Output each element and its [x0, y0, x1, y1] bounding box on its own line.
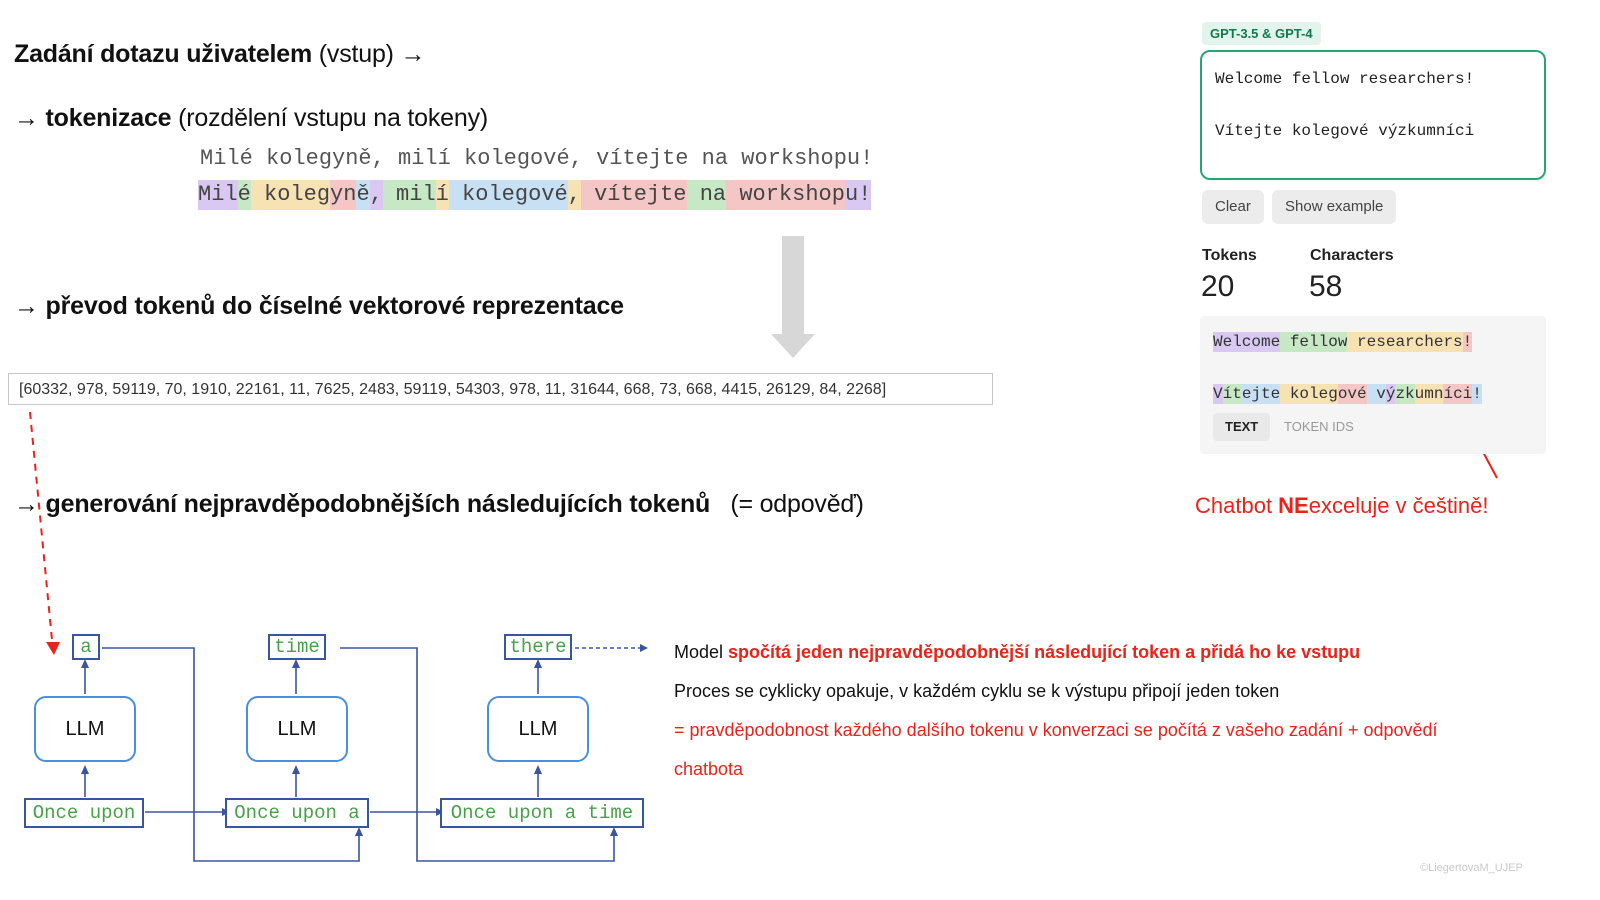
explanation-line-1-pre: Model [674, 642, 729, 662]
dashed-connector-arrowhead [46, 642, 60, 655]
tab-text[interactable]: TEXT [1213, 413, 1271, 441]
sentence-token: ě [356, 180, 370, 210]
step-input: Zadání dotazu uživatelem (vstup) → [14, 40, 426, 69]
output2-token: koleg [1280, 384, 1338, 404]
step-tokenization-rest: (rozdělení vstupu na tokeny) [171, 104, 488, 132]
tokens-value: 20 [1201, 270, 1235, 303]
step-tokenization: → tokenizace (rozdělení vstupu na tokeny… [14, 104, 488, 133]
input-line-1: Welcome fellow researchers! [1215, 70, 1475, 88]
output2-token: zk [1395, 384, 1415, 404]
step-generation-rest: (= odpověď) [710, 490, 864, 518]
sentence-token: Mil [198, 180, 238, 210]
sentence-token: í [435, 180, 449, 210]
step-generation-bold: generování nejpravděpodobnějších následu… [45, 490, 711, 518]
characters-label: Characters [1310, 247, 1394, 264]
model-badge: GPT-3.5 & GPT-4 [1202, 22, 1321, 45]
output2-token: ít [1222, 384, 1242, 404]
tab-token-ids[interactable]: TOKEN IDS [1284, 419, 1354, 434]
step-input-bold: Zadání dotazu uživatelem [14, 40, 313, 68]
clear-button[interactable]: Clear [1202, 190, 1264, 224]
characters-value: 58 [1309, 270, 1343, 303]
sentence-token: vítejte [580, 180, 687, 210]
step-vectorization-bold: převod tokenů do číselné vektorové repre… [45, 292, 625, 320]
output2-token: ové [1337, 384, 1367, 404]
explanation-line-1-bold: spočítá jeden nejpravděpodobnější násled… [728, 642, 1361, 662]
output-token-time: time [268, 634, 326, 660]
output2-token: ! [1472, 384, 1482, 404]
step-arrow: → [14, 292, 46, 320]
sentence-token: koleg [250, 180, 331, 210]
sentence-token: mil [382, 180, 436, 210]
output2-token: V [1213, 384, 1223, 404]
explanation-line-3: = pravděpodobnost každého dalšího tokenu… [674, 720, 1438, 740]
output-line-1: Welcome fellow researchers! [1213, 332, 1473, 352]
credit: ©LiegertovaM_UJEP [1420, 862, 1523, 874]
input-line-2: Vítejte kolegové výzkumníci [1215, 122, 1475, 140]
input-box-1: Once upon [24, 798, 144, 828]
sentence-token: u! [844, 180, 872, 210]
output1-token: fellow [1280, 332, 1348, 352]
chatbot-note-post: exceluje v češtině! [1308, 493, 1489, 518]
step-vectorization: → převod tokenů do číselné vektorové rep… [14, 292, 624, 321]
output-line-2: Vítejte kolegové výzkumníci! [1213, 384, 1482, 404]
explanation-line-1: Model spočítá jeden nejpravděpodobnější … [674, 642, 1360, 663]
chatbot-note-pre: Chatbot [1195, 493, 1279, 518]
output2-token: umn [1414, 384, 1444, 404]
tokenizer-output: Welcome fellow researchers! Vítejte kole… [1200, 316, 1546, 454]
chatbot-note: Chatbot NEexceluje v češtině! [1195, 493, 1489, 519]
token-ids-box: [60332, 978, 59119, 70, 1910, 22161, 11,… [8, 373, 993, 405]
output1-token: researchers [1347, 332, 1463, 352]
input-box-3: Once upon a time [440, 798, 644, 828]
chatbot-note-bold: NE [1278, 493, 1309, 518]
output1-token: ! [1462, 332, 1473, 352]
sentence-token: kolegové [448, 180, 568, 210]
example-sentence: Milé kolegyně, milí kolegové, vítejte na… [200, 146, 874, 171]
output2-token: íci [1443, 384, 1473, 404]
llm-box-2: LLM [246, 696, 348, 762]
show-example-button[interactable]: Show example [1272, 190, 1397, 224]
down-arrow-icon [771, 334, 815, 358]
llm-box-3: LLM [487, 696, 589, 762]
step-tokenization-bold: tokenizace [45, 104, 172, 132]
output1-token: Welcome [1213, 332, 1281, 352]
explanation-line-2: Proces se cyklicky opakuje, v každém cyk… [674, 681, 1280, 701]
tokens-label: Tokens [1202, 247, 1257, 264]
dashed-connector [29, 411, 53, 641]
sentence-token: , [567, 180, 581, 210]
step-arrow: → [14, 490, 46, 518]
sentence-token: é [237, 180, 251, 210]
tokenized-sentence: Milé kolegyně, milí kolegové, vítejte na… [198, 180, 872, 210]
sentence-token: , [369, 180, 383, 210]
sentence-token: workshop [726, 180, 845, 210]
llm-box-1: LLM [34, 696, 136, 762]
output-token-a: a [72, 634, 100, 660]
sentence-token: na [686, 180, 727, 210]
step-generation: → generování nejpravděpodobnějších násle… [14, 490, 864, 519]
output2-token: v [1366, 384, 1386, 404]
output2-token: ý [1385, 384, 1396, 404]
down-arrow-shaft [782, 236, 804, 334]
step-arrow: → [14, 104, 46, 132]
input-box-2: Once upon a [225, 798, 369, 828]
sentence-token: yn [330, 180, 357, 210]
output2-token: ejte [1241, 384, 1281, 404]
tokenizer-input[interactable]: Welcome fellow researchers! Vítejte kole… [1200, 50, 1546, 180]
explanation-line-4: chatbota [674, 759, 744, 779]
output-token-there: there [504, 634, 572, 660]
diagram-wiring [84, 647, 615, 862]
step-input-rest: (vstup) → [312, 40, 426, 68]
